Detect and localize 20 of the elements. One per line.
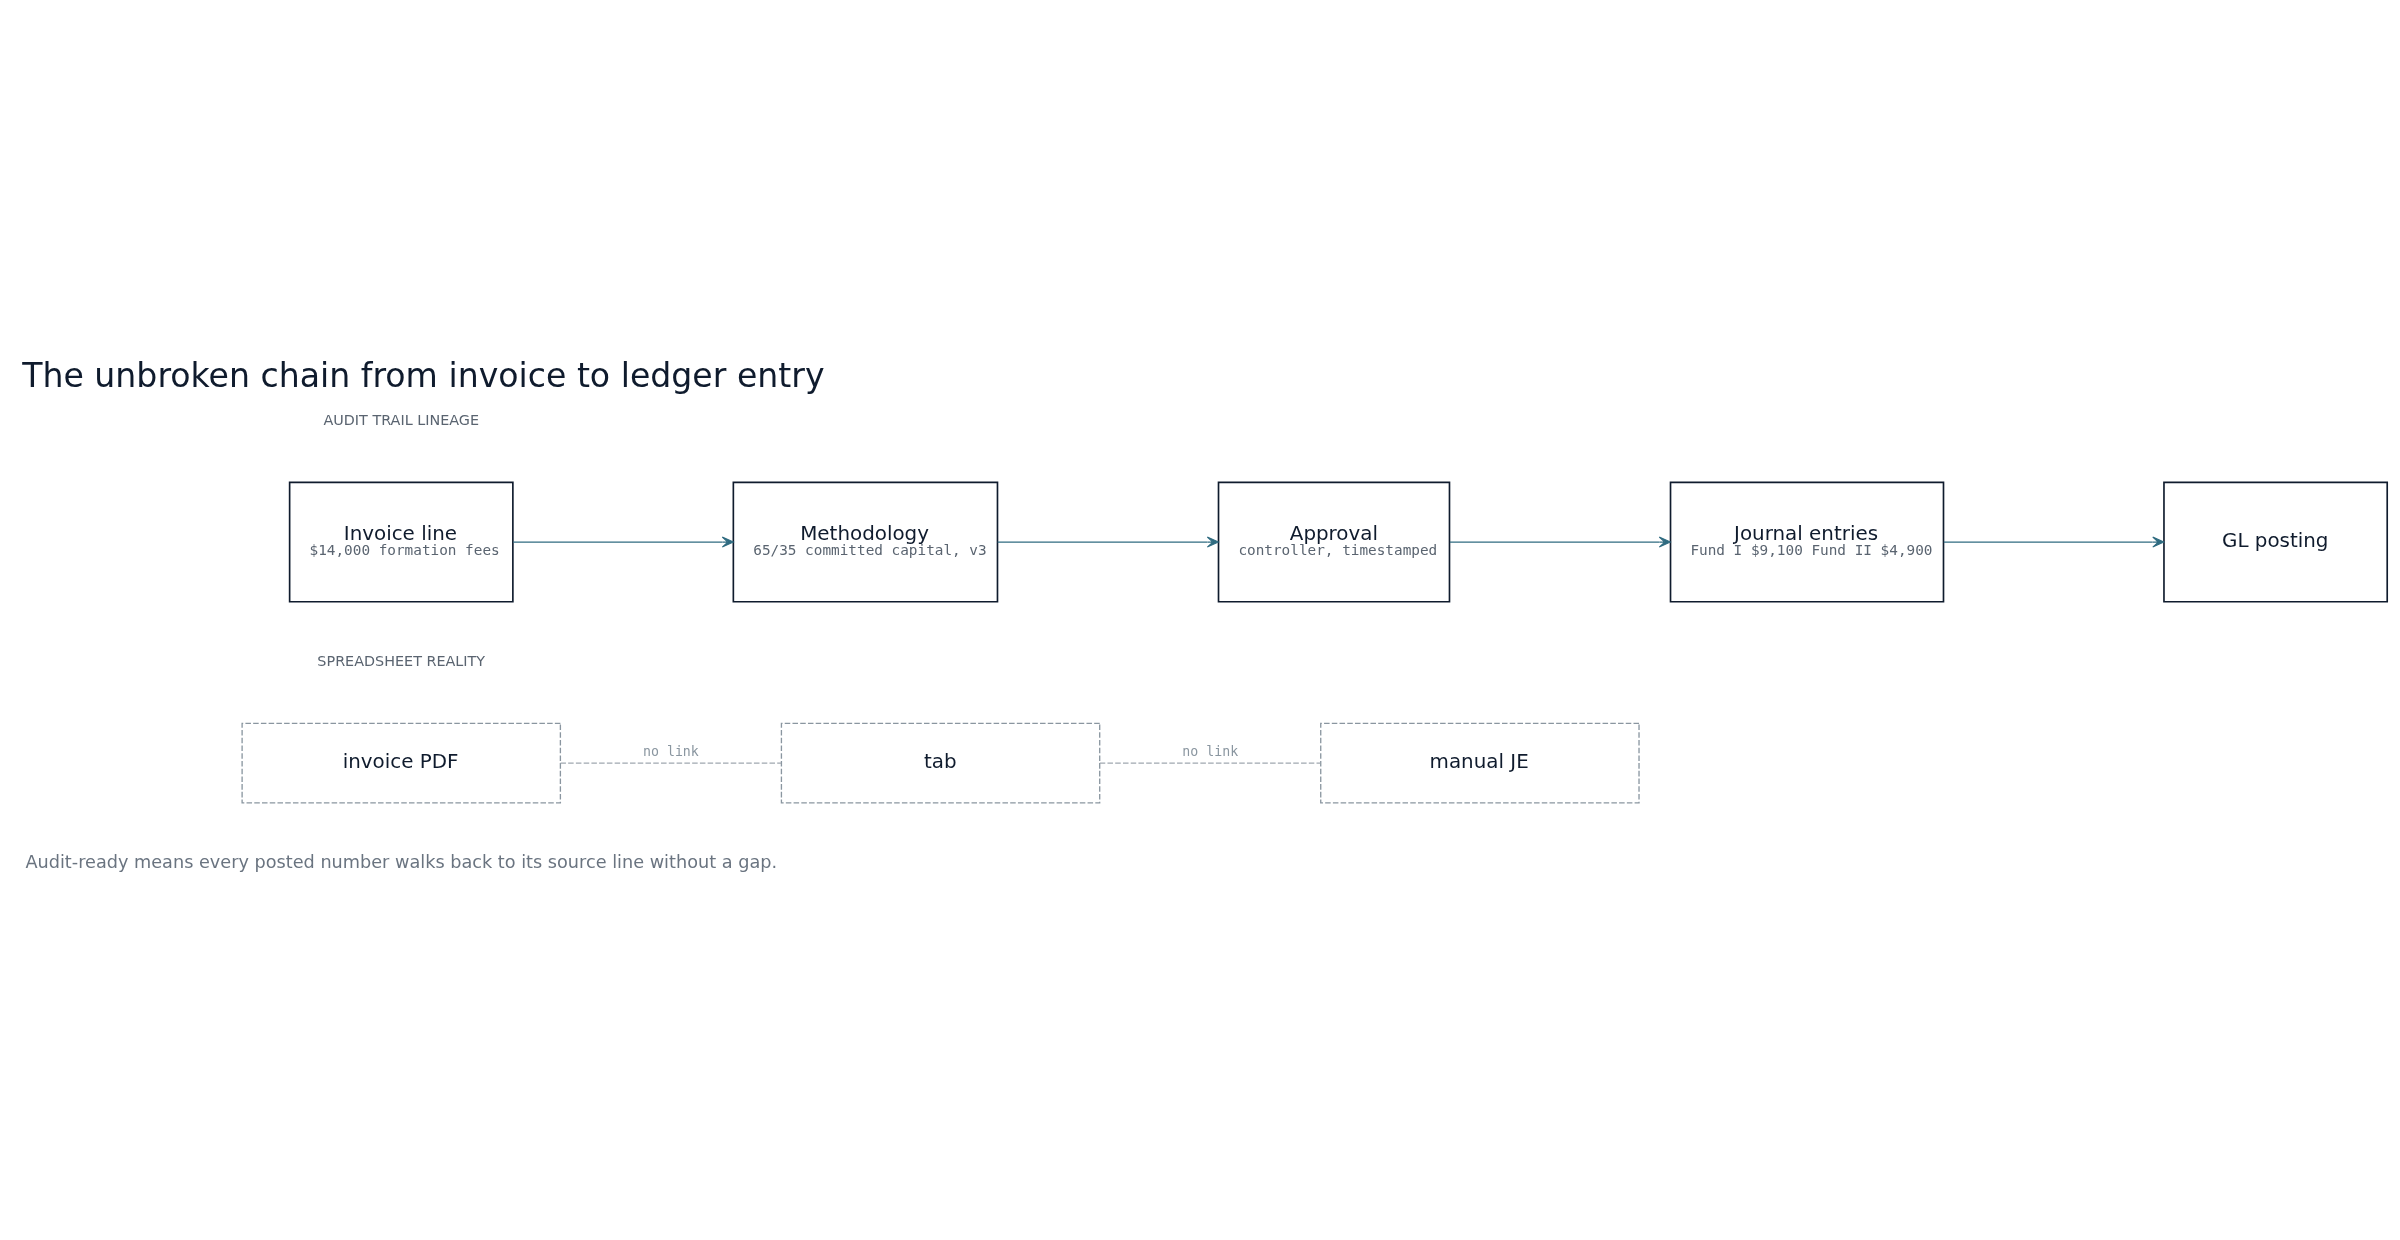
edge-label: no link (1182, 744, 1239, 760)
node-box: Journal entries Fund I $9,100 Fund II $4,900 (1669, 481, 1945, 603)
node-box: GL posting (2163, 481, 2389, 603)
arrow (997, 536, 1219, 548)
node-box: Approval controller, timestamped (1217, 481, 1451, 603)
node-box: invoice PDF (241, 722, 562, 804)
arrow (1943, 536, 2165, 548)
node-box: tab (780, 722, 1101, 804)
caption: Audit-ready means every posted number walks back to its source line without a gap. (25, 851, 778, 872)
diagram-title: The unbroken chain from invoice to ledger entry (22, 356, 825, 396)
label: AUDIT TRAIL LINEAGE (323, 412, 480, 429)
node-box: manual JE (1320, 722, 1640, 804)
connector (559, 762, 782, 764)
arrow (1449, 536, 1671, 548)
node-box: Methodology 65/35 committed capital, v3 (732, 481, 999, 603)
node-box: Invoice line $14,000 formation fees (288, 481, 514, 603)
arrow (512, 536, 734, 548)
edge-label: no link (642, 744, 699, 760)
label: SPREADSHEET REALITY (317, 653, 486, 670)
connector (1099, 762, 1321, 764)
